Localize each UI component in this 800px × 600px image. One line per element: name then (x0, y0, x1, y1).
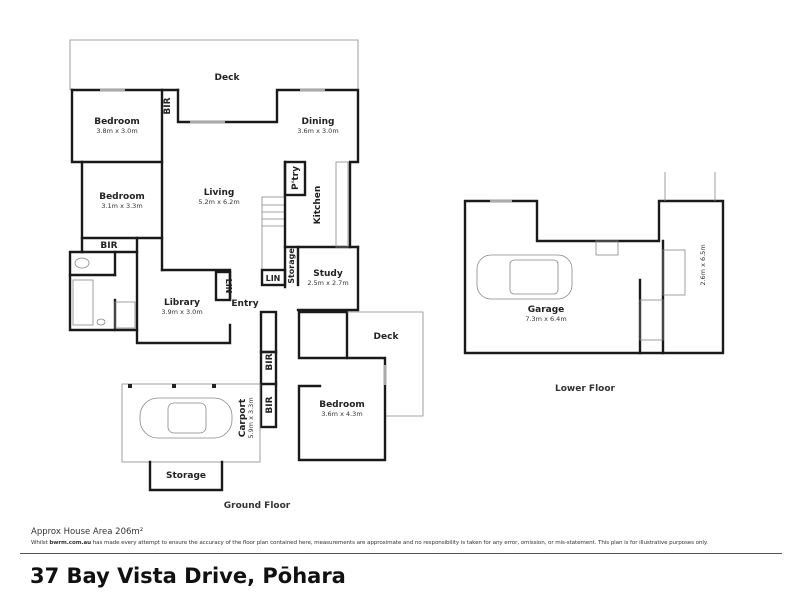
disclaimer-brand: bwrm.com.au (49, 540, 92, 546)
room-label-kitchen: Kitchen (313, 186, 323, 225)
house-area: Approx House Area 206m² (31, 527, 144, 537)
room-label-entry: Entry (231, 299, 258, 309)
room-label-pantry: P'try (291, 166, 301, 190)
room-label-deck: Deck (215, 73, 241, 83)
room-dims-library: 3.9m x 3.0m (161, 308, 202, 316)
room-label-deck: Deck (374, 332, 400, 342)
room-label-bir: BIR (100, 241, 117, 251)
room-label-dining: Dining (302, 117, 335, 127)
floor-label-lower: Lower Floor (555, 384, 616, 394)
room-label-bir: BIR (265, 396, 275, 413)
room-dims-garage: 7.3m x 6.4m (525, 315, 566, 323)
room-label-study: Study (313, 269, 343, 279)
room-dims-bedroom: 3.6m x 4.3m (321, 410, 362, 418)
room-dims-bedroom: 3.8m x 3.0m (96, 127, 137, 135)
room-label-garage: Garage (528, 305, 565, 315)
floor-plan: Deck Bedroom 3.8m x 3.0m BIR Dining 3.6m… (68, 39, 725, 511)
room-label-bir: BIR (265, 353, 275, 370)
property-address: 37 Bay Vista Drive, Pōhara (30, 564, 346, 588)
room-label-bedroom: Bedroom (319, 400, 365, 410)
room-dims-study: 2.5m x 2.7m (307, 279, 348, 287)
disclaimer-text: has made every attempt to ensure the acc… (91, 540, 708, 546)
room-dims-dining: 3.6m x 3.0m (297, 127, 338, 135)
ground-floor-walls (68, 39, 424, 492)
disclaimer: Whilst bwrm.com.au has made every attemp… (31, 540, 708, 546)
lower-floor-walls (463, 172, 725, 355)
room-label-living: Living (204, 188, 235, 198)
room-label-storage: Storage (287, 248, 296, 284)
divider (20, 553, 782, 554)
room-label-carport: Carport (238, 398, 248, 437)
room-label-bedroom: Bedroom (94, 117, 140, 127)
room-label-library: Library (164, 298, 200, 308)
room-dims-living: 5.2m x 6.2m (198, 198, 239, 206)
room-label-lin: LIN (266, 274, 281, 283)
room-label-lin: LIN (224, 279, 233, 294)
floor-label-ground: Ground Floor (224, 501, 291, 511)
room-label-storage: Storage (166, 471, 206, 481)
room-dims-bedroom: 3.1m x 3.3m (101, 202, 142, 210)
room-dims-side-room: 2.6m x 6.5m (699, 244, 707, 285)
disclaimer-prefix: Whilst (31, 540, 50, 546)
garage-car-icon (476, 254, 573, 300)
room-label-bir: BIR (163, 97, 173, 114)
room-dims-carport: 5.9m x 3.3m (247, 397, 255, 438)
car-icon (139, 397, 233, 439)
room-label-bedroom: Bedroom (99, 192, 145, 202)
